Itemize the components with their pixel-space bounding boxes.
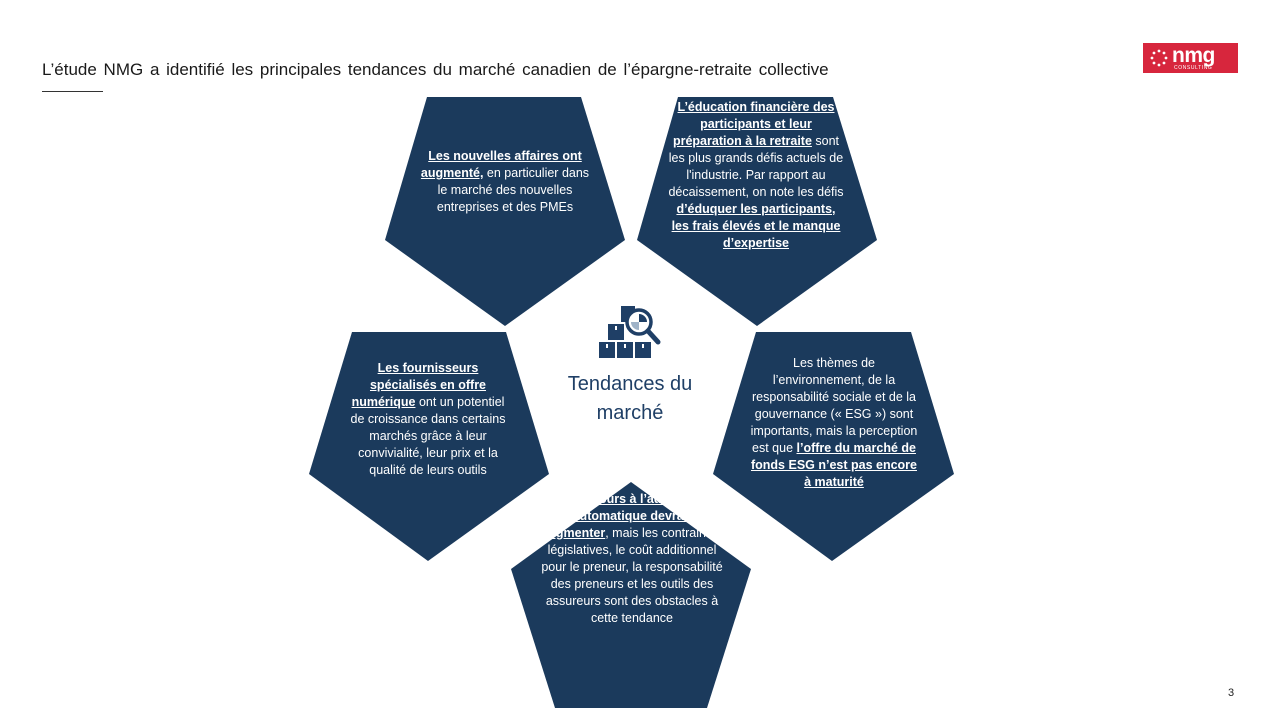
title-underline	[42, 91, 103, 92]
highlight-text: Le recours à l’adhésion automatique devr…	[541, 492, 702, 540]
pentagon-top-right-text: L’éducation financière des participants …	[667, 99, 845, 252]
center-label-line-1: Tendances du	[567, 373, 693, 395]
logo-subtitle: CONSULTING	[1174, 65, 1213, 71]
body-text: en particulier dans le marché des nouvel…	[436, 166, 590, 214]
page-number: 3	[1228, 687, 1235, 699]
slide-title: L’étude NMG a identifié les principales …	[42, 60, 829, 79]
pentagon-left-text: Les fournisseurs spécialisés en offre nu…	[343, 360, 513, 479]
highlight-text: d’éduquer les participants, les frais él…	[671, 202, 841, 250]
body-text: , mais les contraintes législatives, le …	[541, 526, 723, 625]
pentagon-right	[713, 332, 954, 561]
body-text: Les thèmes de l’environnement, de la res…	[750, 356, 918, 455]
pentagon-top-left-text: Les nouvelles affaires ont augmenté, en …	[415, 148, 595, 216]
pentagon-top-right	[637, 97, 877, 326]
highlight-text: L’éducation financière des participants …	[672, 100, 835, 148]
logo-wordmark: nmg	[1172, 44, 1215, 67]
pentagon-right-text: Les thèmes de l’environnement, de la res…	[748, 355, 920, 491]
center-label: Tendances du marché	[548, 370, 712, 428]
body-text: sont les plus grands défis actuels de l'…	[668, 134, 844, 199]
pentagon-bottom	[511, 482, 751, 708]
highlight-text: l’offre du marché de fonds ESG n’est pas…	[750, 441, 917, 489]
highlight-text: Les fournisseurs spécialisés en offre nu…	[351, 361, 487, 409]
center-label-line-2: marché	[596, 402, 664, 424]
nmg-logo: nmg CONSULTING	[1143, 43, 1238, 73]
pentagon-top-left	[385, 97, 625, 326]
pentagon-left	[309, 332, 549, 561]
pentagon-bottom-text: Le recours à l’adhésion automatique devr…	[541, 491, 723, 627]
market-analysis-icon	[599, 306, 661, 358]
body-text: ont un potentiel de croissance dans cert…	[350, 395, 506, 477]
logo-burst-icon	[1150, 49, 1168, 67]
highlight-text: Les nouvelles affaires ont augmenté,	[420, 149, 582, 180]
